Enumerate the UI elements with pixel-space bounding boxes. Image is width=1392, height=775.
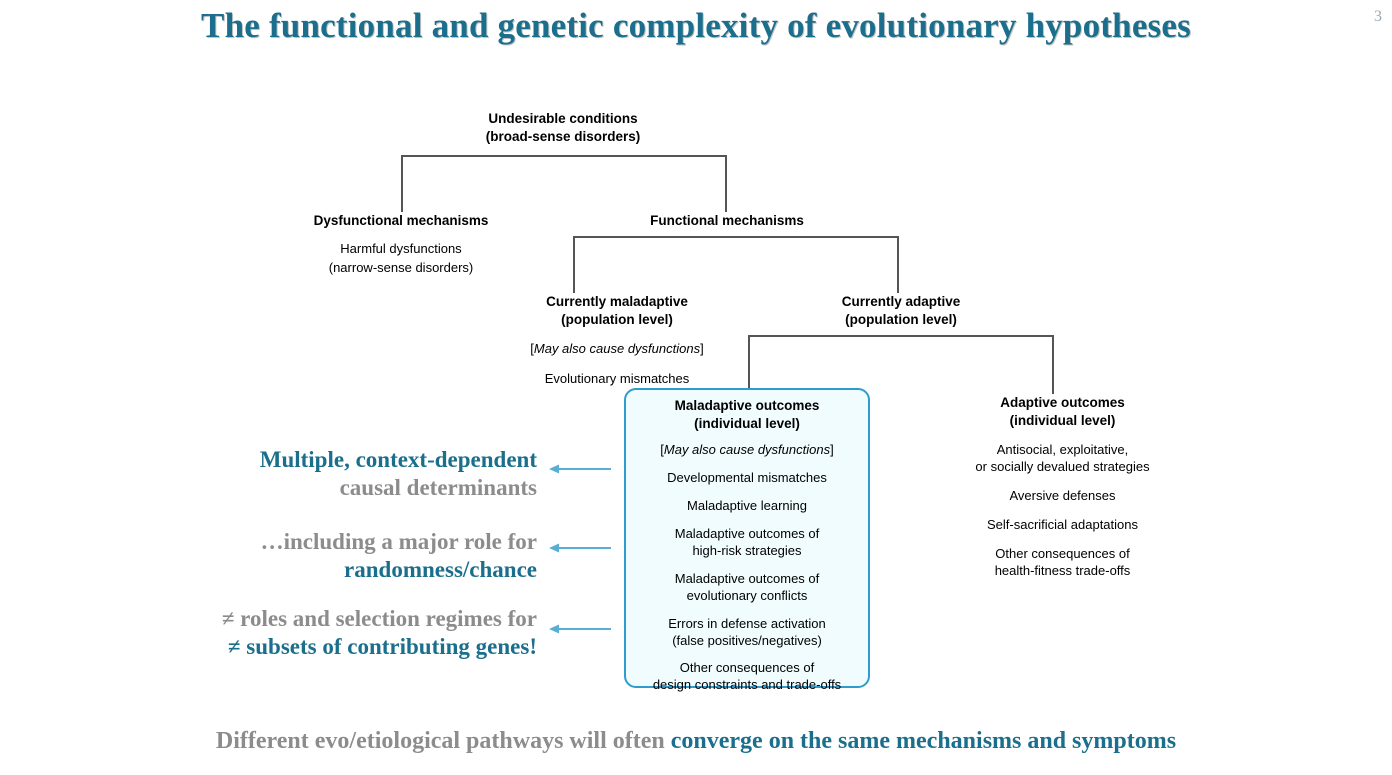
- note-italic-text: May also cause dysfunctions: [533, 341, 701, 356]
- adaptive-outcomes-line1: Adaptive outcomes: [1000, 395, 1125, 410]
- node-dysfunctional-mechanisms: Dysfunctional mechanisms: [281, 212, 521, 230]
- adaptive-outcomes-items: Antisocial, exploitative,or socially dev…: [935, 442, 1190, 579]
- connector-currently-adaptive: [748, 335, 1054, 394]
- annotation-3-line1: ≠ roles and selection regimes for: [221, 606, 537, 631]
- annotation-1-line2: causal determinants: [339, 474, 537, 500]
- note-bracket-open: [: [660, 442, 664, 458]
- annotation-1-line1: Multiple, context-dependent: [259, 447, 537, 472]
- note-bracket-close: ]: [700, 341, 704, 356]
- list-item: Antisocial, exploitative,or socially dev…: [975, 442, 1150, 475]
- dysfunctional-detail-line2: (narrow-sense disorders): [328, 259, 474, 275]
- list-item: Developmental mismatches: [667, 470, 827, 486]
- annotation-1: Multiple, context-dependent causal deter…: [185, 446, 537, 501]
- currently-maladaptive-item: Evolutionary mismatches: [544, 370, 690, 386]
- left-arrow-icon: [549, 624, 611, 634]
- arrow-annotation-3: [549, 623, 611, 635]
- page-title: The functional and genetic complexity of…: [201, 6, 1191, 45]
- arrow-annotation-2: [549, 542, 611, 554]
- annotation-3: ≠ roles and selection regimes for ≠ subs…: [185, 605, 537, 660]
- list-item: Maladaptive learning: [687, 498, 807, 514]
- node-currently-adaptive-line1: Currently adaptive: [841, 294, 961, 309]
- footer-note: Different evo/etiological pathways will …: [0, 728, 1392, 755]
- node-currently-maladaptive-line1: Currently maladaptive: [546, 294, 688, 309]
- page-number: 3: [1374, 8, 1382, 25]
- node-functional-mechanisms-heading: Functional mechanisms: [650, 213, 804, 228]
- left-arrow-icon: [549, 464, 611, 474]
- node-currently-maladaptive: Currently maladaptive (population level): [466, 293, 768, 329]
- note-bracket-close: ]: [830, 442, 834, 458]
- maladaptive-outcomes-title: Maladaptive outcomes (individual level): [626, 397, 868, 433]
- annotation-2-line2: randomness/chance: [344, 556, 537, 582]
- dysfunctional-detail-line1: Harmful dysfunctions: [340, 241, 462, 256]
- arrow-annotation-1: [549, 463, 611, 475]
- maladaptive-outcomes-line2: (individual level): [694, 416, 800, 432]
- adaptive-outcomes-group: Adaptive outcomes (individual level) Ant…: [935, 394, 1190, 592]
- maladaptive-outcomes-box: Maladaptive outcomes (individual level) …: [624, 388, 870, 692]
- connector-root: [401, 155, 727, 212]
- currently-maladaptive-details: [May also cause dysfunctions] Evolutiona…: [466, 340, 768, 389]
- node-undesirable-conditions-line2: (broad-sense disorders): [485, 128, 641, 144]
- footer-note-gray: Different evo/etiological pathways will …: [215, 728, 671, 754]
- adaptive-outcomes-line2: (individual level): [1009, 413, 1116, 429]
- maladaptive-outcomes-items: [May also cause dysfunctions] Developmen…: [626, 442, 868, 694]
- adaptive-outcomes-title: Adaptive outcomes (individual level): [935, 394, 1190, 430]
- maladaptive-outcomes-note: [May also cause dysfunctions]: [626, 442, 868, 459]
- node-currently-adaptive-line2: (population level): [845, 311, 957, 327]
- note-italic-text: May also cause dysfunctions: [663, 442, 831, 458]
- node-undesirable-conditions-line1: Undesirable conditions: [488, 111, 638, 126]
- list-item: Self-sacrificial adaptations: [986, 517, 1139, 533]
- node-currently-adaptive: Currently adaptive (population level): [750, 293, 1052, 329]
- annotation-2: …including a major role for randomness/c…: [185, 528, 537, 583]
- currently-maladaptive-note: [May also cause dysfunctions]: [466, 340, 768, 359]
- node-currently-maladaptive-line2: (population level): [561, 311, 673, 327]
- dysfunctional-detail: Harmful dysfunctions (narrow-sense disor…: [281, 240, 521, 278]
- note-bracket-open: [: [530, 341, 534, 356]
- annotation-3-line2: ≠ subsets of contributing genes!: [227, 633, 537, 659]
- list-item: Aversive defenses: [1009, 488, 1116, 504]
- footer-note-teal: converge on the same mechanisms and symp…: [670, 728, 1177, 754]
- node-dysfunctional-mechanisms-heading: Dysfunctional mechanisms: [313, 213, 489, 228]
- list-item: Errors in defense activation(false posit…: [668, 615, 826, 648]
- maladaptive-outcomes-line1: Maladaptive outcomes: [674, 398, 820, 413]
- node-functional-mechanisms: Functional mechanisms: [607, 212, 847, 230]
- connector-functional: [573, 236, 899, 293]
- left-arrow-icon: [549, 543, 611, 553]
- annotation-2-line1: …including a major role for: [260, 529, 537, 554]
- node-undesirable-conditions: Undesirable conditions (broad-sense diso…: [413, 110, 713, 146]
